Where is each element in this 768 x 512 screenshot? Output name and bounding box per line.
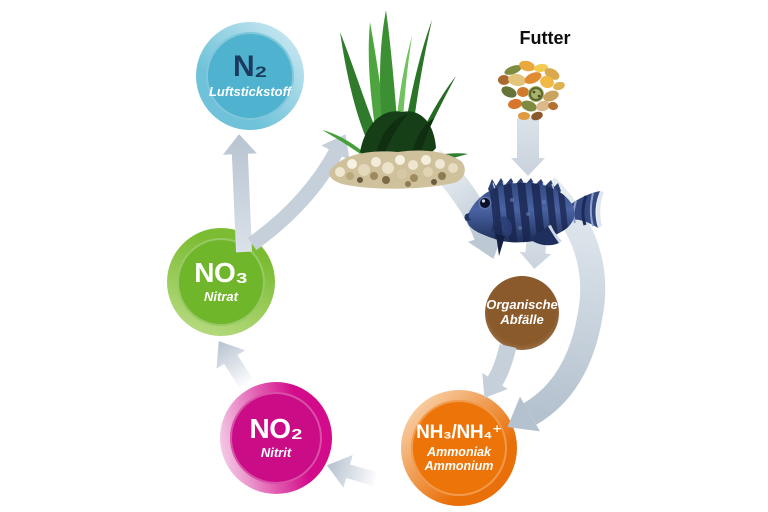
plant-gravel: [329, 150, 465, 189]
food-flakes: [498, 60, 565, 121]
food-label: Futter: [519, 28, 571, 48]
node-core: [230, 392, 322, 484]
fish-food-illustration: [498, 60, 565, 121]
node-text: NH₃/NH₄⁺ Ammoniak Ammonium: [401, 390, 517, 506]
nh34-label-1: Ammoniak: [427, 444, 491, 459]
nh34-formula: NH₃/NH₄⁺: [416, 421, 502, 443]
no3-formula: NO₃: [194, 257, 248, 289]
fish-mouth: [464, 213, 471, 221]
arrow-no2-to-no3: [216, 341, 253, 388]
no3-label: Nitrat: [204, 289, 238, 305]
nh34-label-2: Ammonium: [424, 459, 494, 473]
node-core: [206, 32, 294, 120]
n2-formula: N₂: [233, 50, 268, 84]
node-text: N₂ Luftstickstoff: [196, 22, 304, 130]
arrow-nh34-to-no2: [326, 454, 377, 488]
node-nh3-nh4-ammonia: NH₃/NH₄⁺ Ammoniak Ammonium: [401, 390, 517, 506]
node-organic-waste: Organische Abfälle: [485, 276, 559, 350]
fish-lower-fins: [496, 216, 562, 256]
waste-label-2: Abfälle: [500, 312, 544, 327]
n2-label: Luftstickstoff: [208, 84, 292, 100]
fish-eye: [478, 196, 492, 210]
fish-illustration: [464, 178, 604, 256]
fish-tail-fin: [566, 191, 604, 228]
node-core: [411, 400, 507, 496]
no2-label: Nitrit: [260, 445, 292, 461]
node-no2-nitrite: NO₂ Nitrit: [220, 382, 332, 494]
node-text: NO₂ Nitrit: [220, 382, 332, 494]
node-text: Organische Abfälle: [486, 297, 558, 328]
no2-formula: NO₂: [249, 413, 303, 445]
arrow-no3-to-n2: [222, 134, 257, 253]
aquarium-plant-illustration: [322, 10, 468, 189]
waste-label-1: Organische: [486, 297, 558, 313]
node-n2-airnitrogen: N₂ Luftstickstoff: [196, 22, 304, 130]
arrow-waste-to-nh34: [482, 344, 517, 398]
node-core: [177, 238, 265, 326]
plant-leaves: [322, 10, 468, 168]
arrow-food-to-fish: [511, 118, 545, 176]
node-text: NO₃ Nitrat: [167, 228, 275, 336]
